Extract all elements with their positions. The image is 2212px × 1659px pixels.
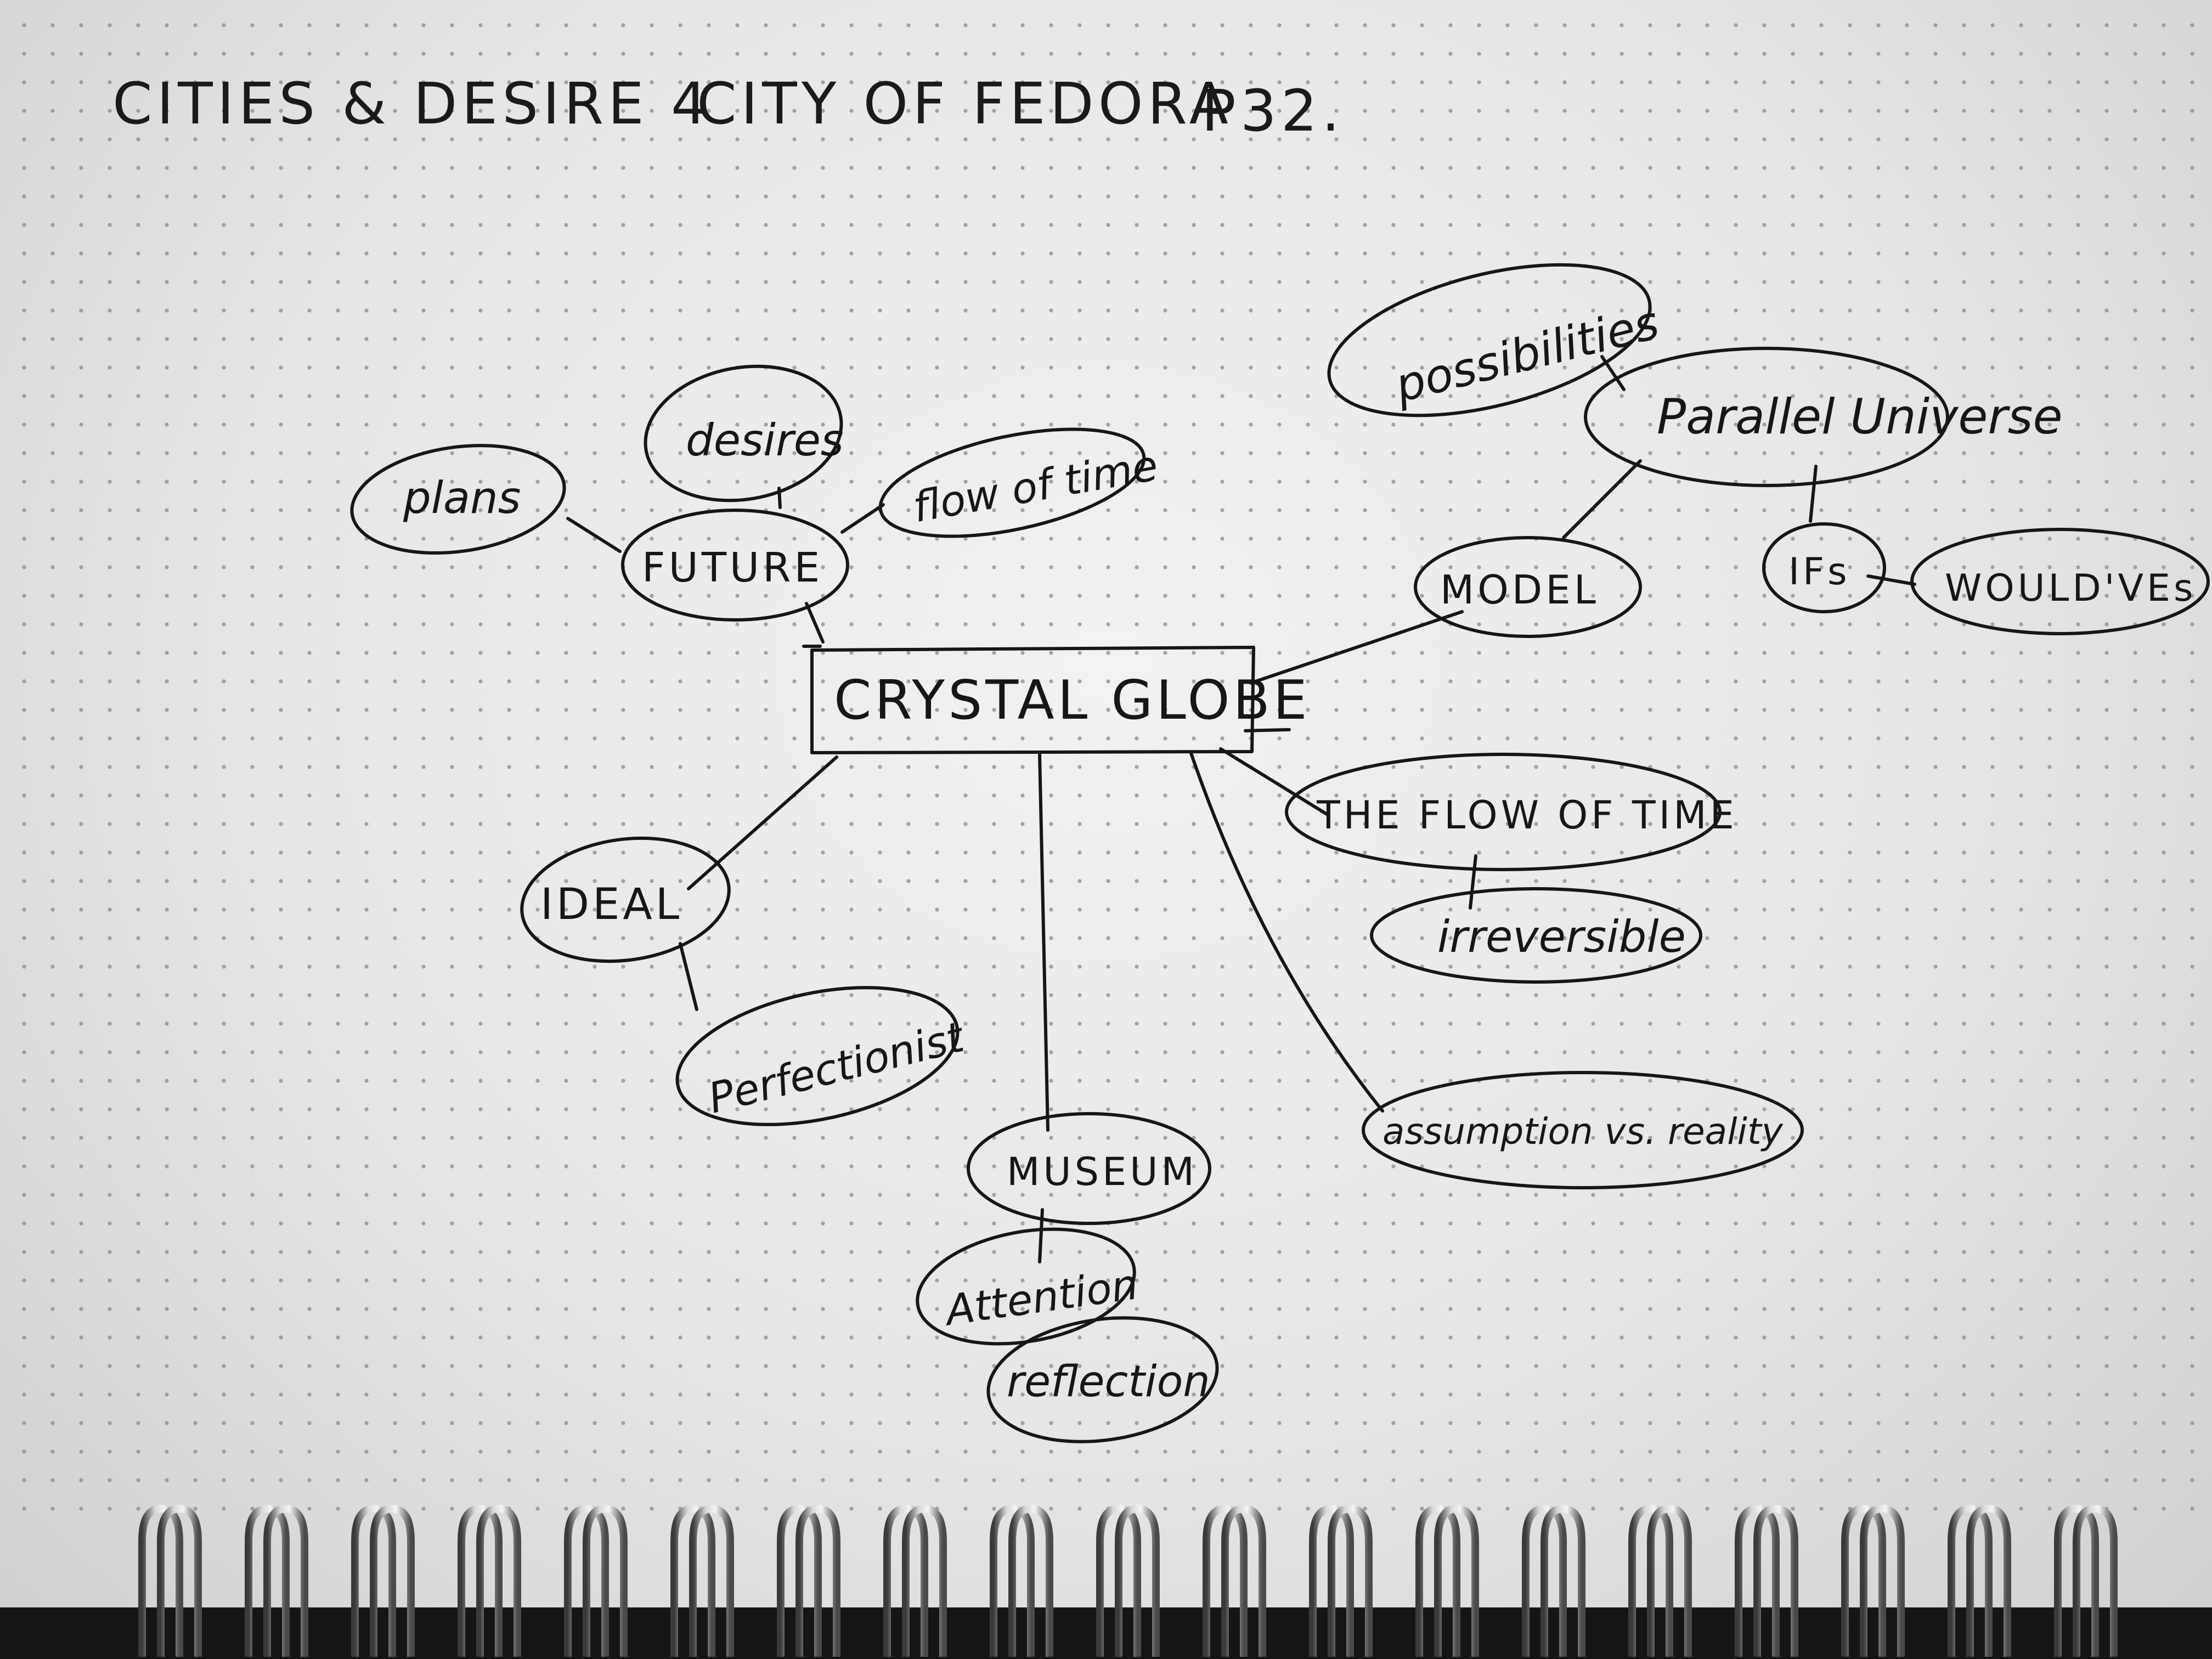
binding-ring xyxy=(670,1504,715,1657)
binding-ring xyxy=(370,1504,415,1657)
header-chapter: CITIES & DESIRE 4 xyxy=(112,70,712,137)
binding-ring xyxy=(689,1504,734,1657)
line-ideal-perfectionist xyxy=(679,942,698,1011)
binding-ring xyxy=(1735,1504,1780,1657)
future-label: FUTURE xyxy=(642,544,823,591)
node-reflection[interactable]: reflection xyxy=(980,1304,1226,1455)
node-desires[interactable]: desires xyxy=(635,352,852,516)
binding-ring xyxy=(990,1504,1035,1657)
binding-ring xyxy=(1328,1504,1373,1657)
center-box xyxy=(810,646,1255,754)
binding-ring xyxy=(777,1504,822,1657)
binding-ring xyxy=(1860,1504,1905,1657)
binding-ring xyxy=(1948,1504,1993,1657)
center-node[interactable]: CRYSTAL GLOBE xyxy=(802,645,1311,754)
model-label: MODEL xyxy=(1440,567,1599,613)
binding-ring xyxy=(2054,1504,2099,1657)
binding-ring xyxy=(583,1504,628,1657)
node-the-flow-of-time[interactable]: THE FLOW OF TIME xyxy=(1285,753,1737,871)
header-city: CITY OF FEDORA xyxy=(697,70,1233,137)
line-ifs-wouldves xyxy=(1866,574,1916,586)
connector-lines xyxy=(566,355,1916,1263)
binding-ring xyxy=(1647,1504,1692,1657)
binding-ring xyxy=(1096,1504,1141,1657)
line-future-globe xyxy=(805,602,825,644)
node-possibilities[interactable]: possibilities xyxy=(1314,236,1665,444)
binding-ring xyxy=(2073,1504,2118,1657)
binding-ring xyxy=(1841,1504,1886,1657)
binding-ring xyxy=(1753,1504,1798,1657)
binding-ring xyxy=(1434,1504,1479,1657)
the-flow-of-time-label: THE FLOW OF TIME xyxy=(1316,793,1737,838)
parallel-universe-label: Parallel Universe xyxy=(1657,388,2063,445)
node-museum[interactable]: MUSEUM xyxy=(967,1112,1211,1225)
line-globe-flowoftime xyxy=(1219,747,1329,816)
irreversible-label: irreversible xyxy=(1437,911,1686,962)
node-model[interactable]: MODEL xyxy=(1414,536,1642,638)
binding-ring xyxy=(351,1504,396,1657)
node-parallel-universe[interactable]: Parallel Universe xyxy=(1584,347,2063,487)
ideal-label: IDEAL xyxy=(540,880,682,929)
binding-ring xyxy=(1966,1504,2011,1657)
node-assumption-vs-reality[interactable]: assumption vs. reality xyxy=(1362,1071,1804,1189)
line-future-flowoftime xyxy=(840,503,885,534)
binding-ring xyxy=(476,1504,521,1657)
node-future[interactable]: FUTURE xyxy=(621,509,849,622)
binding-ring xyxy=(157,1504,202,1657)
wouldves-label: WOULD'VEs xyxy=(1945,567,2196,610)
binding-ring xyxy=(1522,1504,1567,1657)
center-label: CRYSTAL GLOBE xyxy=(834,669,1311,732)
binding-ring xyxy=(1309,1504,1354,1657)
node-ideal[interactable]: IDEAL xyxy=(514,826,737,974)
binding-ring xyxy=(1203,1504,1248,1657)
binding-ring xyxy=(883,1504,928,1657)
node-attention[interactable]: Attention xyxy=(909,1214,1144,1359)
binding-ring xyxy=(458,1504,503,1657)
spiral-binding xyxy=(0,1504,2212,1659)
assumption-vs-reality-label: assumption vs. reality xyxy=(1383,1110,1784,1153)
node-ifs[interactable]: IFs xyxy=(1762,522,1886,613)
line-globe-ideal xyxy=(687,755,838,890)
plans-label: plans xyxy=(403,472,521,523)
line-parallel-ifs xyxy=(1809,465,1818,523)
possibilities-label: possibilities xyxy=(1390,295,1664,413)
node-irreversible[interactable]: irreversible xyxy=(1370,887,1702,984)
binding-ring xyxy=(795,1504,840,1657)
binding-ring xyxy=(138,1504,183,1657)
binding-ring xyxy=(245,1504,290,1657)
binding-ring xyxy=(564,1504,609,1657)
binding-ring xyxy=(1115,1504,1160,1657)
node-plans[interactable]: plans xyxy=(345,433,572,566)
desires-label: desires xyxy=(686,415,844,466)
binding-ring xyxy=(1221,1504,1266,1657)
line-globe-museum xyxy=(1038,753,1049,1132)
line-globe-assumption xyxy=(1189,750,1384,1113)
binding-ring xyxy=(1541,1504,1585,1657)
reflection-label: reflection xyxy=(1007,1357,1210,1407)
attention-label: Attention xyxy=(940,1260,1141,1335)
binding-ring xyxy=(1415,1504,1460,1657)
line-globe-model xyxy=(1249,610,1464,685)
line-plans-future xyxy=(566,517,622,553)
ifs-label: IFs xyxy=(1788,550,1850,594)
node-flow-of-time-small[interactable]: flow of time xyxy=(871,409,1161,556)
node-perfectionist[interactable]: Perfectionist xyxy=(665,964,970,1147)
binding-rings xyxy=(138,1504,2118,1657)
perfectionist-label: Perfectionist xyxy=(703,1012,970,1123)
dot-grid xyxy=(0,0,2212,1531)
line-flowoftime-irreversible xyxy=(1469,854,1477,910)
binding-ring xyxy=(263,1504,308,1657)
binding-ring xyxy=(902,1504,947,1657)
museum-label: MUSEUM xyxy=(1007,1149,1198,1194)
line-parallel-model xyxy=(1562,459,1642,539)
node-wouldves[interactable]: WOULD'VEs xyxy=(1910,528,2210,635)
header-page: P32. xyxy=(1201,77,1344,144)
binding-ring xyxy=(1008,1504,1053,1657)
binding-ring xyxy=(1628,1504,1673,1657)
